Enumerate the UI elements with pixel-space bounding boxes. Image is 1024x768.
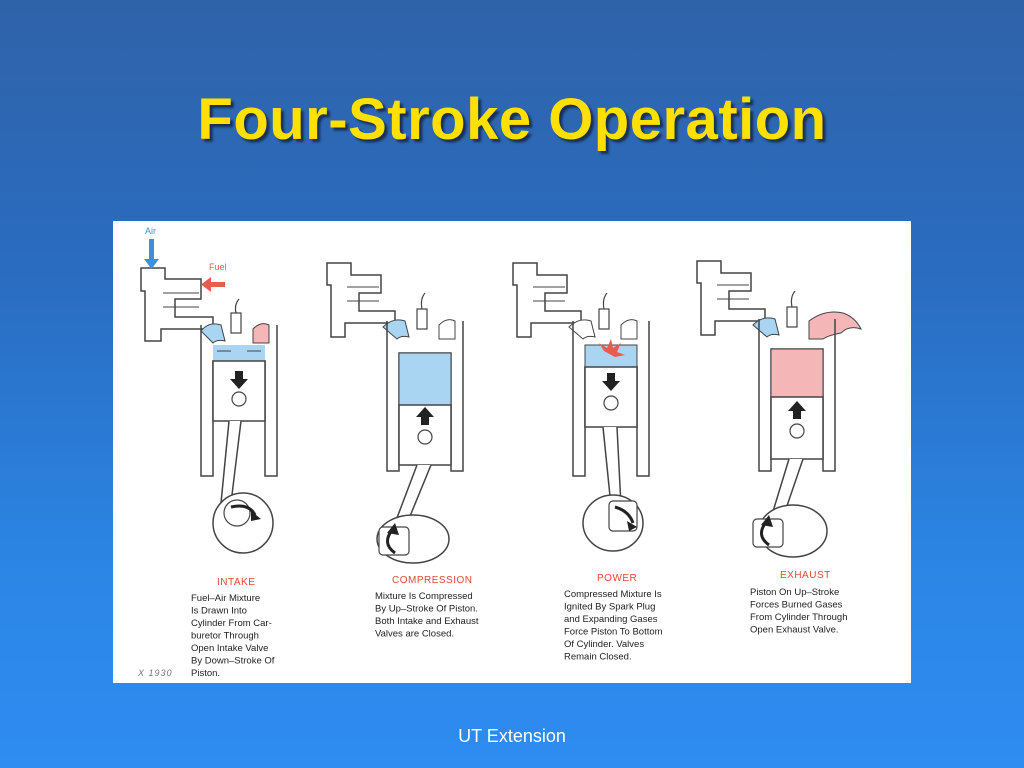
air-label: Air (145, 226, 156, 236)
description-line: From Cylinder Through (750, 612, 848, 623)
description-line: Open Intake Valve (191, 643, 268, 654)
stroke-name-exhaust: EXHAUST (780, 570, 831, 581)
description-line: Both Intake and Exhaust (375, 616, 479, 627)
exhaust-engine (696, 260, 862, 558)
description-line: Forces Burned Gases (750, 600, 843, 611)
four-stroke-diagram: Air Fuel (113, 221, 911, 683)
description-line: Cylinder From Car- (191, 618, 272, 629)
slide-footer: UT Extension (458, 726, 566, 746)
description-line: and Expanding Gases (564, 614, 658, 625)
engine-diagram-svg: Air Fuel (137, 226, 862, 679)
fuel-label: Fuel (209, 262, 227, 272)
exhaust-description: Piston On Up–Stroke Forces Burned Gases … (750, 587, 848, 636)
description-line: By Up–Stroke Of Piston. (375, 604, 478, 615)
description-line: Mixture Is Compressed (375, 591, 473, 602)
description-line: Valves are Closed. (375, 629, 454, 640)
stroke-name-compression: COMPRESSION (392, 575, 473, 586)
compression-description: Mixture Is Compressed By Up–Stroke Of Pi… (375, 591, 479, 640)
intake-description: Fuel–Air Mixture Is Drawn Into Cylinder … (191, 593, 275, 679)
description-line: Ignited By Spark Plug (564, 602, 655, 613)
description-line: Force Piston To Bottom (564, 627, 663, 638)
power-engine (512, 262, 650, 552)
spark-burst-icon (599, 339, 625, 357)
air-arrow-icon (144, 239, 159, 269)
slide-title: Four-Stroke Operation (197, 87, 827, 152)
description-line: Fuel–Air Mixture (191, 593, 260, 604)
description-line: buretor Through (191, 631, 259, 642)
fuel-arrow-icon (201, 277, 225, 292)
description-line: By Down–Stroke Of (191, 656, 275, 667)
description-line: Piston On Up–Stroke (750, 587, 839, 598)
power-description: Compressed Mixture Is Ignited By Spark P… (564, 589, 663, 663)
stroke-name-intake: INTAKE (217, 577, 255, 588)
description-line: Is Drawn Into (191, 606, 247, 617)
description-line: Remain Closed. (564, 652, 632, 663)
intake-engine: Air Fuel (140, 226, 278, 554)
description-line: Piston. (191, 668, 220, 679)
description-line: Open Exhaust Valve. (750, 625, 839, 636)
description-line: Compressed Mixture Is (564, 589, 662, 600)
figure-code: X 1930 (137, 668, 173, 678)
compression-engine (326, 262, 464, 564)
stroke-name-power: POWER (597, 573, 637, 584)
description-line: Of Cylinder. Valves (564, 639, 644, 650)
